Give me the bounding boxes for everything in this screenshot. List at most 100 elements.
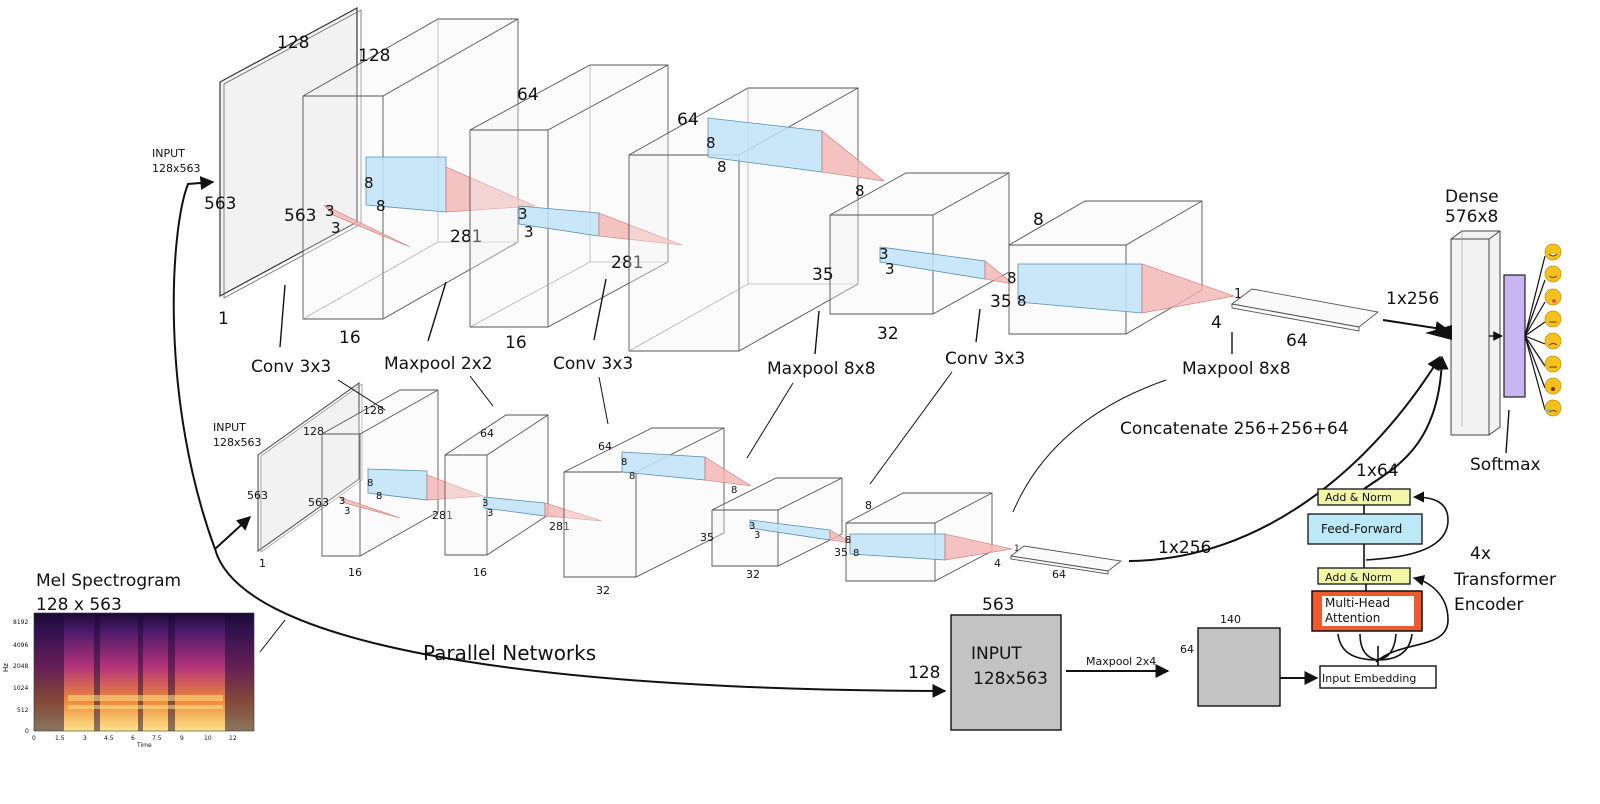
bottom-input-label: INPUT <box>213 421 246 434</box>
transformer-to-dense-arrow <box>1363 355 1449 490</box>
spectrogram-x-tick: 0 <box>32 735 36 742</box>
pooled-height: 64 <box>1180 643 1194 656</box>
kernel-dim: 8 <box>717 158 727 176</box>
input-embedding-label: Input Embedding <box>1322 672 1416 685</box>
bottom-dim: 32 <box>596 584 610 597</box>
spectrogram-x-tick: 1.5 <box>55 735 65 742</box>
transformer-input-label: INPUT <box>971 644 1022 664</box>
bottom-dim: 64 <box>1052 568 1066 581</box>
kernel-dim: 3 <box>482 498 488 509</box>
kernel-dim: 8 <box>364 174 374 192</box>
kernel-dim: 8 <box>376 197 386 215</box>
bottom-dim: 563 <box>247 489 268 502</box>
multi-head-attention-label: Multi-Head Attention <box>1325 596 1391 625</box>
bottom-input-size: 128x563 <box>213 436 262 449</box>
spectrogram-y-tick: 0 <box>25 728 29 735</box>
transformer-input-width: 563 <box>982 595 1014 615</box>
top-conv2-volume <box>469 64 669 328</box>
top-dim: 128 <box>358 46 390 66</box>
bottom-network: INPUT 128x563 128 563 1 128 563 16 3 3 8… <box>213 355 1441 597</box>
top-dim: 32 <box>877 324 899 344</box>
transformer-input-size: 128x563 <box>973 669 1048 689</box>
kernel-dim: 8 <box>706 134 716 152</box>
spectrogram-x-label: Time <box>136 742 152 749</box>
top-dim: 563 <box>204 194 236 214</box>
top-network: INPUT 128x563 128 563 1 128 563 16 3 3 8… <box>152 6 1450 379</box>
top-dim: 64 <box>1286 331 1308 351</box>
output-head: Dense 576x8 Softmax <box>1425 187 1562 475</box>
kernel-dim: 3 <box>325 202 335 220</box>
kernel-dim: 3 <box>344 506 350 517</box>
bottom-dim: 35 <box>834 546 848 559</box>
bottom-dim: 32 <box>746 568 760 581</box>
kernel-dim: 8 <box>1017 292 1027 310</box>
kernel-projection <box>1141 263 1236 314</box>
transformer-input-block <box>950 614 1062 731</box>
top-dim: 16 <box>339 328 361 348</box>
spectrogram-y-tick: 1024 <box>13 685 28 692</box>
kernel-dim: 3 <box>331 219 341 237</box>
dense-size: 576x8 <box>1445 207 1498 227</box>
bottom-dim: 64 <box>480 427 494 440</box>
bottom-dim: 64 <box>598 440 612 453</box>
spectrogram-title: Mel Spectrogram <box>36 571 181 591</box>
kernel-dim: 8 <box>376 491 382 502</box>
bottom-dim: 281 <box>432 509 453 522</box>
softmax-label: Softmax <box>1470 455 1541 475</box>
spectrogram-y-tick: 4096 <box>13 642 28 649</box>
kernel-dim: 8 <box>1007 269 1017 287</box>
top-dim: 16 <box>505 333 527 353</box>
spectrogram-y-tick: 512 <box>17 707 29 714</box>
bottom-conv2-volume <box>444 414 549 556</box>
kernel-dim: 3 <box>487 508 493 519</box>
top-layer-label: Maxpool 2x2 <box>384 354 493 374</box>
top-conv4-volume <box>829 172 1010 315</box>
kernel-projection <box>984 260 1015 285</box>
kernel-projection <box>598 212 683 246</box>
softmax-layer <box>1503 274 1526 398</box>
feed-forward-block <box>1307 513 1423 545</box>
spectrogram-x-tick: 7.5 <box>152 735 162 742</box>
transformer-branch: 563 128 INPUT 128x563 Maxpool 2x4 140 64… <box>908 355 1556 731</box>
encoder-label: Encoder <box>1454 595 1524 615</box>
top-dim: 1 <box>218 309 229 329</box>
top-layer-label: Conv 3x3 <box>553 354 633 374</box>
spectrogram-image <box>34 613 254 731</box>
pooled-block <box>1197 627 1281 707</box>
bottom-dim: 281 <box>549 520 570 533</box>
top-input-label: INPUT <box>152 147 185 160</box>
bottom-dim: 16 <box>348 566 362 579</box>
spectrogram-y-label: Hz <box>2 663 10 672</box>
kernel-dim: 3 <box>749 521 755 532</box>
mel-spectrogram: Mel Spectrogram 128 x 563 Hz 8192 4096 2… <box>2 571 255 749</box>
kernel-projection <box>338 496 401 519</box>
top-dim: 128 <box>277 33 309 53</box>
spectrogram-x-tick: 3 <box>83 735 87 742</box>
top-to-dense-arrow <box>1382 319 1450 336</box>
concat-label: Concatenate 256+256+64 <box>1120 419 1349 439</box>
kernel-dim: 8 <box>855 182 865 200</box>
kernel-dim: 3 <box>754 530 760 541</box>
top-layer-label: Maxpool 8x8 <box>1182 359 1291 379</box>
spectrogram-y-tick: 8192 <box>13 619 28 626</box>
to-bottom-network-arrow <box>214 516 252 550</box>
dense-label: Dense <box>1445 187 1499 207</box>
top-input-size: 128x563 <box>152 162 201 175</box>
top-layer-label: Maxpool 8x8 <box>767 359 876 379</box>
smiling-face-icon <box>1544 265 1562 283</box>
transformer-input-height: 128 <box>908 663 940 683</box>
kernel-dim: 8 <box>629 471 635 482</box>
top-dim: 8 <box>1033 210 1044 230</box>
kernel-projection <box>323 204 411 248</box>
top-dim: 35 <box>990 292 1012 312</box>
bottom-conv3-volume <box>563 427 725 578</box>
kernel-dim: 8 <box>731 485 737 496</box>
kernel-projection <box>544 502 603 522</box>
spectrogram-x-tick: 6 <box>131 735 135 742</box>
top-dim: 563 <box>284 206 316 226</box>
bottom-input-plane <box>257 382 363 553</box>
relieved-face-icon <box>1544 310 1562 328</box>
kernel-projection <box>944 533 1013 561</box>
kernel-dim: 3 <box>879 245 889 263</box>
